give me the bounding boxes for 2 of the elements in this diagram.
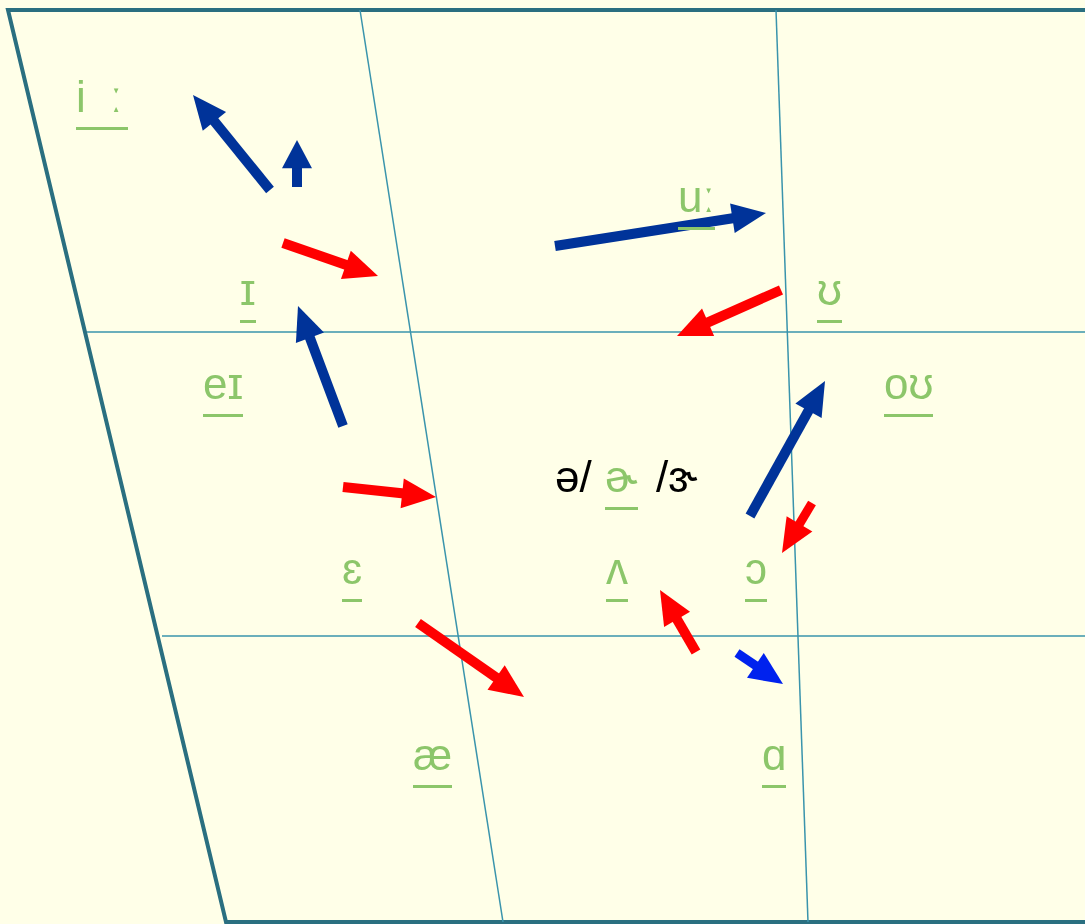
vowel-symbol: ə/ bbox=[555, 453, 592, 501]
vowel-symbol: /ɜ˞ bbox=[656, 453, 704, 501]
